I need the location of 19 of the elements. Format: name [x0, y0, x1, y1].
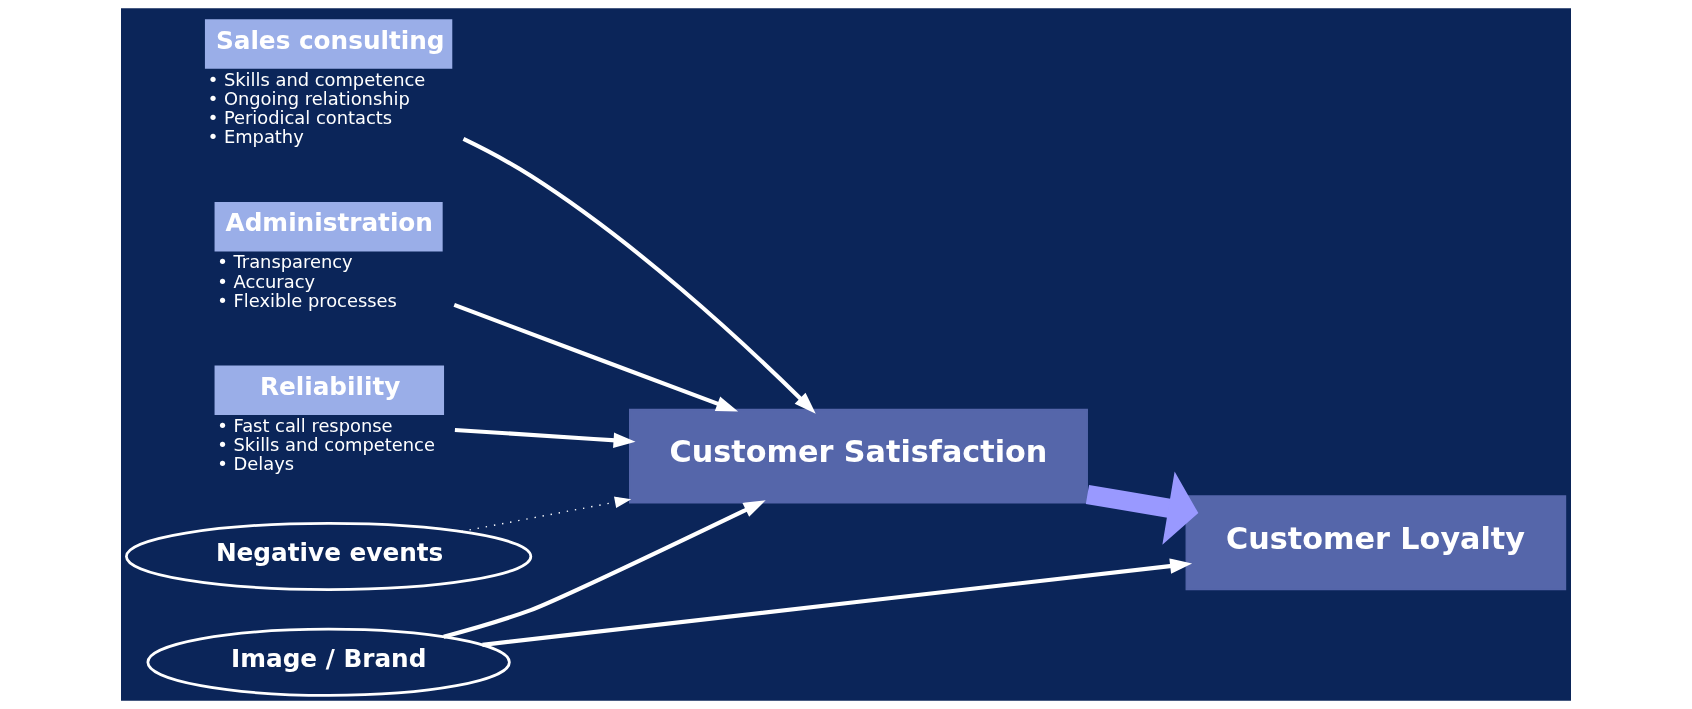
node-box: Administration — [214, 201, 443, 252]
node-box: Customer Satisfaction — [629, 408, 1088, 504]
arrow — [443, 500, 766, 639]
arrow — [462, 137, 816, 414]
node-label: • Empathy — [207, 126, 304, 148]
node-ellipse: Image / Brand — [146, 627, 511, 697]
node-ellipse: Negative events — [125, 522, 533, 591]
arrow — [482, 558, 1193, 647]
arrow — [460, 496, 632, 533]
node-box: Sales consulting — [204, 19, 453, 69]
node-label: • Fast call response — [217, 414, 393, 436]
node-label: • Transparency — [217, 251, 353, 273]
node-label: • Delays — [217, 453, 295, 475]
node-box: Reliability — [214, 365, 445, 415]
arrow — [1085, 471, 1199, 545]
node-label: • Skills and competence — [207, 68, 426, 90]
node-box: Customer Loyalty — [1185, 495, 1567, 591]
arrow — [453, 303, 739, 412]
arrow — [454, 427, 636, 448]
